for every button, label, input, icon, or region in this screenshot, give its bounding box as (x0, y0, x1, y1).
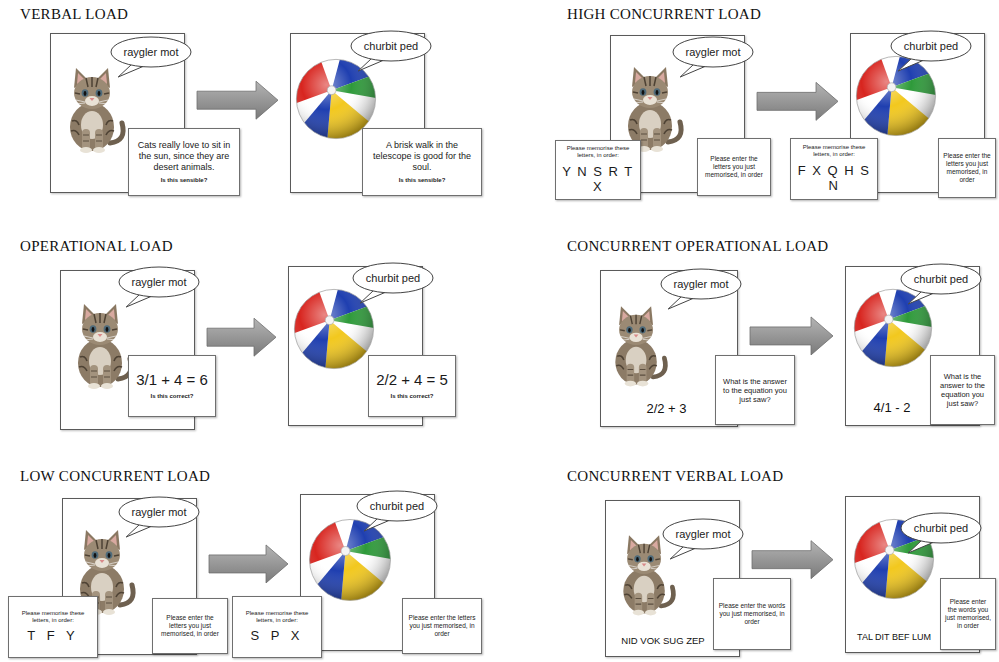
stimulus-text: 2/2 + 3 (619, 401, 714, 416)
task-prompt: T F Y (13, 628, 93, 644)
beach-ball-picture (819, 482, 960, 620)
task-prompt: Is this correct? (373, 393, 451, 400)
speech-bubble: raygler mot (118, 496, 200, 528)
speech-bubble: churbit ped (350, 30, 432, 62)
speech-bubble: raygler mot (662, 518, 744, 550)
task-prompt: S P X (237, 628, 317, 644)
transition-arrow (207, 318, 276, 356)
task-text: Please memorise these letters, in order: (13, 610, 93, 624)
bubble-ellipse (119, 497, 199, 527)
bubble-ellipse (673, 37, 753, 67)
task-text: Please memorise these letters, in order: (237, 610, 317, 624)
speech-bubble: raygler mot (110, 36, 192, 68)
transition-arrow (757, 82, 838, 120)
pseudoword-label: raygler mot (131, 276, 186, 288)
pseudoword-label: raygler mot (673, 278, 728, 290)
panel-heading: CONCURRENT VERBAL LOAD (567, 468, 783, 485)
task-box: Please enter the letters you just memori… (402, 598, 482, 654)
task-box: Please memorise these letters, in order:… (555, 140, 641, 200)
pseudoword-label: churbit ped (370, 500, 424, 512)
task-text: Please memorise these letters, in order: (560, 145, 636, 159)
task-text: Please memorise these letters, in order: (795, 144, 873, 158)
task-box: 2/2 + 4 = 5 Is this correct? (368, 355, 456, 417)
task-box: What is the answer to the equation you j… (715, 355, 795, 425)
pseudoword-label: churbit ped (904, 40, 958, 52)
task-prompt: Is this correct? (133, 393, 211, 400)
task-box: Please enter the letters you just memori… (697, 138, 771, 196)
speech-bubble: churbit ped (890, 30, 972, 62)
bubble-ellipse (111, 37, 191, 67)
bubble-ellipse (901, 513, 981, 543)
task-box: Please enter the words you just memorise… (940, 578, 996, 650)
task-prompt: Is this sensible? (367, 177, 477, 184)
pseudoword-label: churbit ped (366, 272, 420, 284)
bubble-ellipse (357, 491, 437, 521)
bubble-ellipse (119, 267, 199, 297)
pseudoword-label: raygler mot (685, 46, 740, 58)
task-text: Please enter the letters you just memori… (943, 152, 991, 183)
task-box: Please memorise these letters, in order:… (8, 596, 98, 658)
task-box: Please enter the letters you just memori… (152, 598, 228, 654)
pseudoword-label: raygler mot (131, 506, 186, 518)
task-box: 3/1 + 4 = 6 Is this correct? (128, 355, 216, 417)
task-text: A brisk walk in the telescope is good fo… (367, 140, 477, 172)
transition-arrow (752, 541, 833, 579)
task-prompt: Is this sensible? (133, 177, 235, 184)
task-box: Please memorise these letters, in order:… (790, 138, 878, 200)
task-prompt: Y N S R T X (560, 164, 636, 195)
task-text: Cats really love to sit in the sun, sinc… (133, 140, 235, 172)
task-text: 2/2 + 4 = 5 (373, 371, 451, 389)
stimulus-text: 4/1 - 2 (851, 400, 933, 415)
pseudoword-label: raygler mot (675, 528, 730, 540)
task-text: Please enter the words you just memorise… (945, 598, 991, 629)
transition-arrow (750, 317, 833, 355)
transition-arrow (197, 81, 278, 119)
panel-heading: HIGH CONCURRENT LOAD (567, 6, 761, 23)
task-box: Please enter the letters you just memori… (938, 138, 996, 198)
task-text: Please enter the words you just memorise… (718, 602, 786, 625)
kitten-picture (70, 68, 123, 153)
task-text: What is the answer to the equation you j… (935, 372, 990, 408)
task-box: A brisk walk in the telescope is good fo… (362, 128, 482, 196)
bubble-ellipse (353, 263, 433, 293)
kitten-picture (615, 306, 665, 386)
stimulus-text: NID VOK SUG ZEP (611, 635, 715, 646)
task-box: Please memorise these letters, in order:… (232, 596, 322, 658)
pseudoword-label: churbit ped (914, 522, 968, 534)
pseudoword-label: raygler mot (123, 46, 178, 58)
stimulus-text: TAL DIT BEF LUM (850, 632, 938, 642)
bubble-ellipse (891, 31, 971, 61)
speech-bubble: raygler mot (118, 266, 200, 298)
task-text: 3/1 + 4 = 6 (133, 371, 211, 389)
panel-heading: LOW CONCURRENT LOAD (20, 468, 210, 485)
pseudoword-label: churbit ped (914, 273, 968, 285)
task-box: Please enter the words you just memorise… (713, 578, 791, 650)
speech-bubble: churbit ped (900, 512, 982, 544)
kitten-picture (78, 304, 131, 389)
task-text: Please enter the letters you just memori… (702, 155, 766, 178)
speech-bubble: churbit ped (356, 490, 438, 522)
task-text: Please enter the letters you just memori… (407, 614, 477, 637)
transition-arrow (209, 545, 288, 583)
panel-heading: VERBAL LOAD (20, 6, 128, 23)
task-text: What is the answer to the equation you j… (720, 377, 790, 404)
panel-heading: OPERATIONAL LOAD (20, 238, 173, 255)
speech-bubble: raygler mot (672, 36, 754, 68)
bubble-ellipse (661, 269, 741, 299)
task-box: Cats really love to sit in the sun, sinc… (128, 128, 240, 196)
task-text: Please enter the letters you just memori… (157, 614, 223, 637)
task-prompt: F X Q H S N (795, 163, 873, 194)
panel-heading: CONCURRENT OPERATIONAL LOAD (567, 238, 828, 255)
pseudoword-label: churbit ped (364, 40, 418, 52)
speech-bubble: churbit ped (352, 262, 434, 294)
kitten-picture (623, 535, 673, 615)
bubble-ellipse (901, 264, 981, 294)
bubble-ellipse (663, 519, 743, 549)
speech-bubble: churbit ped (900, 263, 982, 295)
task-box: What is the answer to the equation you j… (930, 355, 995, 425)
bubble-ellipse (351, 31, 431, 61)
speech-bubble: raygler mot (660, 268, 742, 300)
